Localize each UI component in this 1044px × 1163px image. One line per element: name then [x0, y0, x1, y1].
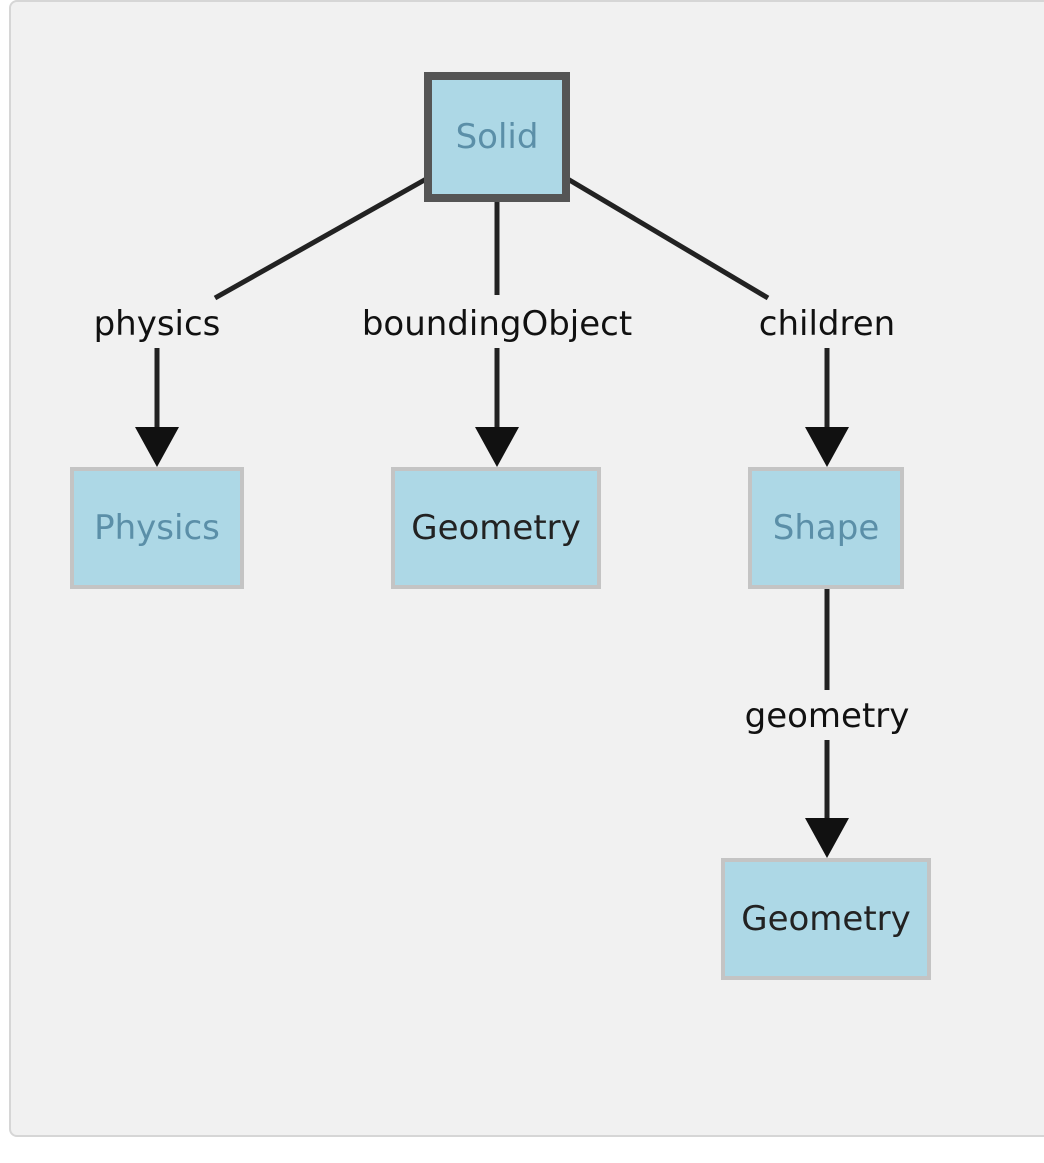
- edge-boundingObject: boundingObject: [362, 198, 632, 467]
- arrow-head: [805, 818, 849, 858]
- edge-line: [564, 175, 770, 301]
- node-label: Solid: [456, 117, 539, 157]
- node-geometry1[interactable]: Geometry: [391, 467, 601, 589]
- arrow-head: [135, 427, 179, 467]
- edge-label: children: [759, 304, 895, 344]
- node-box[interactable]: [721, 858, 931, 980]
- node-box[interactable]: [748, 467, 904, 589]
- node-solid[interactable]: Solid: [424, 72, 570, 202]
- node-shape[interactable]: Shape: [748, 467, 904, 589]
- arrow-head: [805, 427, 849, 467]
- node-box[interactable]: [70, 467, 244, 589]
- edge-label: boundingObject: [362, 304, 632, 344]
- node-physics[interactable]: Physics: [70, 467, 244, 589]
- node-label: Geometry: [411, 508, 581, 548]
- arrow-head: [475, 427, 519, 467]
- edge-label: geometry: [745, 696, 910, 736]
- edge-children: children: [564, 175, 895, 467]
- node-label: Shape: [773, 508, 879, 548]
- node-box[interactable]: [391, 467, 601, 589]
- edge-physics: physics: [94, 175, 430, 467]
- node-label: Physics: [94, 508, 220, 548]
- node-label: Geometry: [741, 899, 911, 939]
- node-box[interactable]: [424, 72, 570, 202]
- node-geometry2[interactable]: Geometry: [721, 858, 931, 980]
- edge-label: physics: [94, 304, 221, 344]
- edge-line: [213, 175, 430, 301]
- edge-geometry: geometry: [745, 589, 910, 858]
